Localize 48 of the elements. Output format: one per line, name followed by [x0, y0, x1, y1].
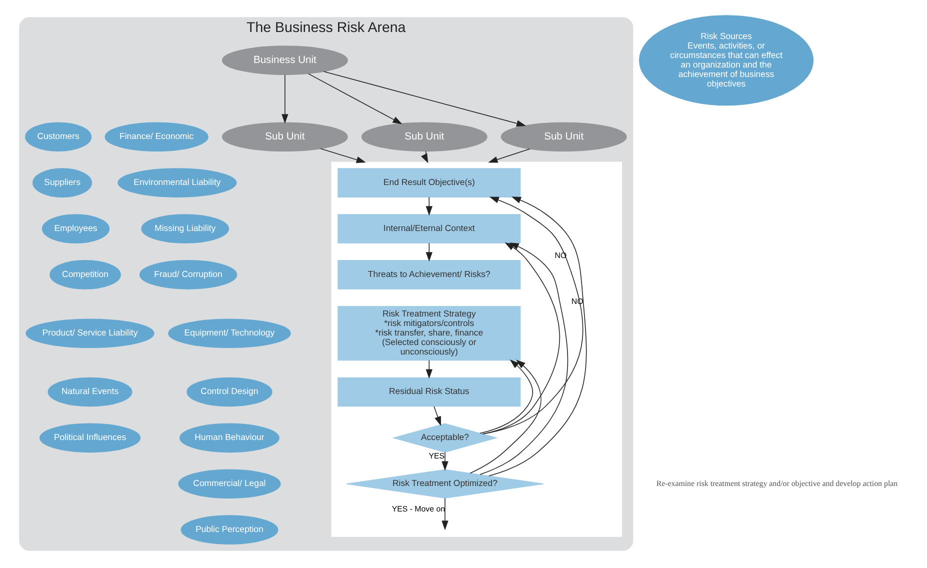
arrow	[469, 360, 541, 474]
node-ellipse: Product/ Service Liability	[25, 318, 154, 348]
node-ellipse: Political Influences	[38, 423, 140, 453]
node-ellipse: Customers	[24, 122, 92, 152]
arrow	[441, 498, 448, 530]
node-ellipse: Risk Sources Events, activities, or circumstances that can effect an organization and the achievement of business objectives	[638, 15, 814, 106]
node-ellipse: Sub Unit	[221, 122, 348, 152]
node-ellipse: Sub Unit	[360, 122, 487, 152]
label: Re-examine risk treatment strategy and/or objective and develop action plan	[656, 478, 898, 488]
node-ellipse: Commercial/ Legal	[178, 469, 280, 499]
node-box: Risk Treatment Strategy *risk mitigators/controls *risk transfer, share, finance (Selected consciously or unconsciously)	[337, 306, 520, 361]
node-ellipse: Finance/ Economic	[104, 122, 208, 152]
node-ellipse: Environmental Liability	[117, 168, 236, 198]
arrow	[322, 71, 526, 127]
arrow	[307, 73, 402, 124]
node-ellipse: Natural Events	[47, 377, 132, 407]
arrow	[420, 150, 428, 164]
node-ellipse: Public Perception	[180, 515, 278, 544]
arrow	[425, 242, 432, 262]
node-diamond: Risk Treatment Optimized?	[346, 469, 544, 499]
arrow	[425, 196, 432, 216]
node-ellipse: Human Behaviour	[179, 423, 279, 453]
node-diamond: Acceptable?	[392, 423, 498, 453]
cluster	[330, 162, 622, 537]
node-ellipse: Business Unit	[221, 46, 348, 75]
edge-label: YES - Move on	[391, 504, 445, 514]
node-box: Threats to Achievement/ Risks?	[337, 260, 520, 290]
node-ellipse: Control Design	[186, 377, 272, 407]
node-ellipse: Competition	[49, 260, 120, 290]
node-box: End Result Objective(s)	[337, 168, 520, 198]
arrow	[479, 360, 533, 434]
node-box: Residual Risk Status	[337, 377, 520, 407]
node-ellipse: Missing Liability	[140, 214, 229, 244]
node-ellipse: Suppliers	[32, 168, 92, 198]
node-ellipse: Fraud/ Corruption	[138, 260, 237, 290]
arrow	[281, 74, 288, 124]
node-box: Internal/Eternal Context	[337, 214, 520, 244]
node-ellipse: Employees	[41, 214, 110, 244]
arrow	[441, 452, 448, 471]
arrow	[488, 196, 586, 476]
arrow	[482, 196, 583, 434]
arrow	[320, 148, 366, 163]
node-ellipse: Equipment/ Technology	[168, 318, 290, 348]
arrow	[488, 148, 530, 163]
node-ellipse: Sub Unit	[500, 122, 626, 152]
edge-label: YES	[428, 452, 444, 461]
arrow	[433, 406, 440, 426]
arrow	[425, 360, 432, 379]
